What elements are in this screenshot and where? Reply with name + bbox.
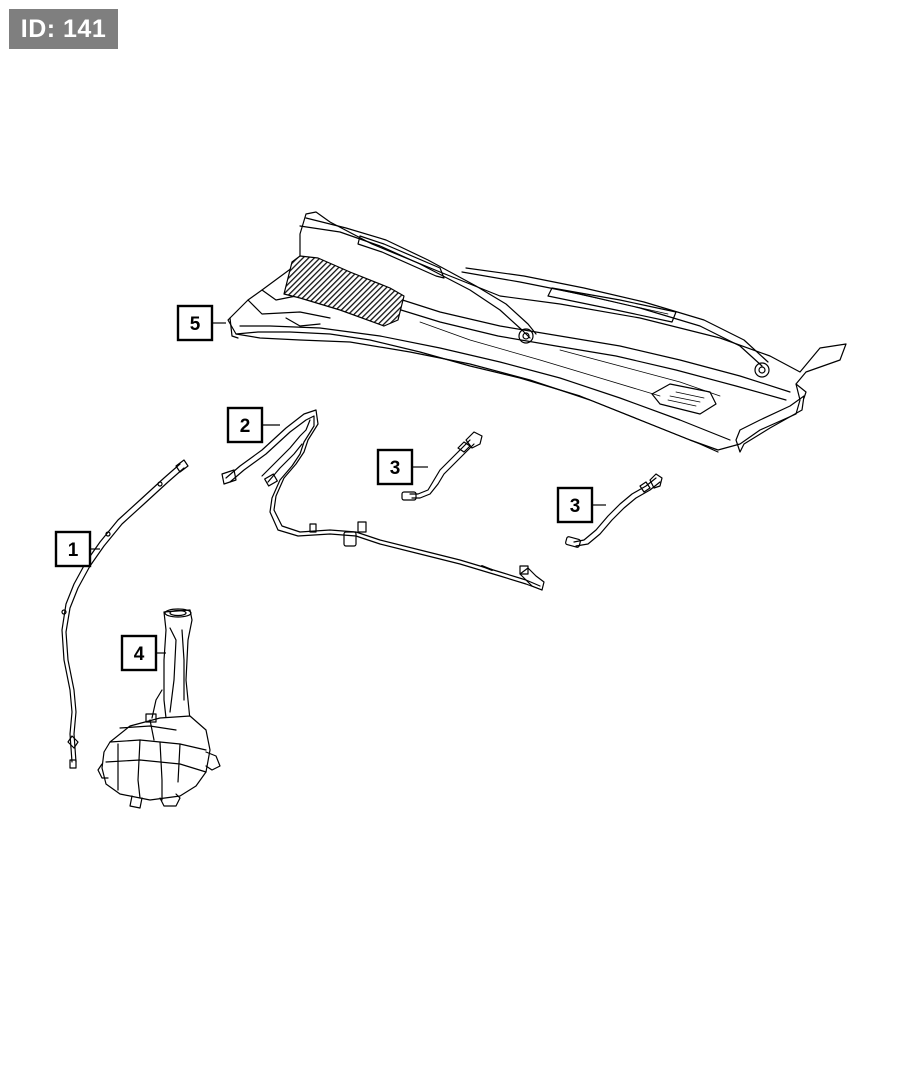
callout-1-label: 1 — [68, 540, 79, 561]
callout-2: 2 — [226, 406, 280, 444]
callout-3b-label: 3 — [570, 496, 581, 517]
callout-5: 5 — [176, 304, 226, 342]
callout-3a: 3 — [376, 448, 428, 486]
callout-3a-label: 3 — [390, 458, 401, 479]
cowl-panel-drawing — [227, 211, 847, 453]
callout-3b: 3 — [556, 486, 606, 524]
washer-hose-drawing — [61, 459, 189, 769]
washer-nozzle-left-drawing — [401, 431, 483, 501]
callout-1: 1 — [54, 530, 100, 568]
callout-2-label: 2 — [240, 416, 251, 437]
callout-4-label: 4 — [134, 644, 145, 665]
washer-reservoir-drawing — [97, 608, 221, 809]
callout-5-label: 5 — [190, 314, 201, 335]
washer-nozzle-right-drawing — [565, 473, 663, 548]
callout-4: 4 — [120, 634, 166, 672]
id-badge: ID: 141 — [9, 9, 118, 49]
washer-hose-harness-drawing — [221, 409, 545, 591]
